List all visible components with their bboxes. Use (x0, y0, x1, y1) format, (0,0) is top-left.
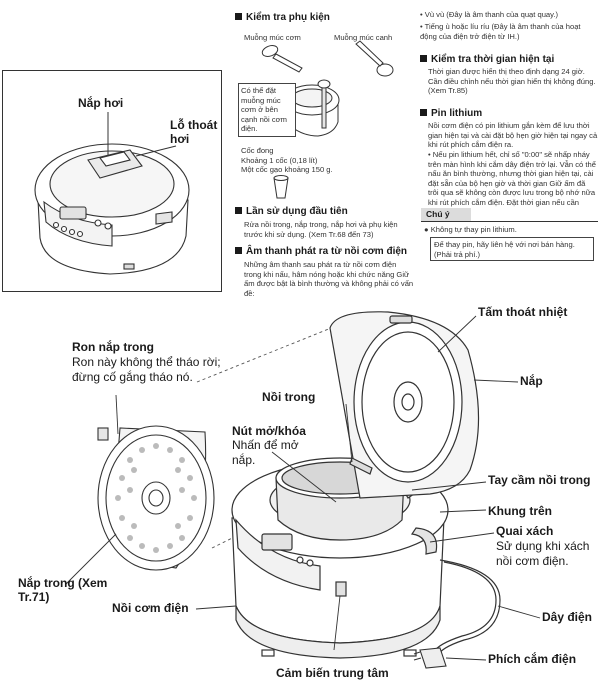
top-cooker-frame (2, 70, 222, 292)
top-cooker-illustration (34, 112, 190, 275)
label-power-cord: Dây điện (542, 610, 593, 624)
label-carry-handle: Quai xách (496, 524, 554, 538)
leader-rice-cooker (195, 605, 237, 610)
label-rice-cooker: Nồi cơm điện (112, 601, 189, 615)
leader-inner-pot (345, 403, 353, 463)
caution-box: Để thay pin, hãy liên hệ với nơi bán hàn… (430, 237, 594, 261)
label-open-button-note: Nhấn để mở nắp. (232, 438, 299, 467)
leader-top-frame (439, 509, 487, 513)
first-use-text: Rửa nồi trong, nắp trong, nắp hơi và phụ… (244, 220, 398, 239)
current-time-text: Thời gian được hiển thị theo định dạng 2… (428, 67, 596, 96)
lithium-text: Nồi cơm điện có pin lithium gắn kèm để l… (428, 121, 598, 150)
label-steam-vent: Lỗ thoát hơi (170, 118, 218, 146)
leader-open-button (271, 451, 337, 503)
scoop-holder-note: Có thể đặt muỗng múc cơm ở bên cạnh nồi … (238, 83, 296, 137)
sound-heading: Âm thanh phát ra từ nồi cơm điện (235, 246, 407, 258)
label-steam-cap: Nắp hơi (78, 96, 124, 110)
label-carry-handle-note: Sử dụng khi xách nồi cơm điện. (496, 539, 590, 568)
label-heat-plate: Tấm thoát nhiệt (478, 305, 568, 319)
leader-heat-plate (437, 315, 477, 353)
accessories-illustration (261, 40, 394, 199)
measuring-cup-text: Cốc đong Khoảng 1 cốc (0,18 lít) Một cốc… (241, 146, 333, 175)
caution-rule (421, 221, 598, 222)
label-open-button: Nút mở/khóa (232, 424, 306, 438)
lithium-heading: Pin lithium (420, 108, 482, 120)
label-top-frame: Khung trên (488, 504, 552, 518)
current-time-heading: Kiểm tra thời gian hiện tại (420, 54, 554, 66)
label-gasket-note: Ron này không thể tháo rời; đừng cố gắng… (72, 355, 221, 384)
first-use-heading: Lần sử dụng đầu tiên (235, 206, 348, 218)
label-center-sensor: Cảm biến trung tâm (276, 666, 389, 680)
label-plug: Phích cắm điện (488, 652, 577, 666)
leader-pot-handle (411, 481, 487, 491)
rice-scoop-label: Muỗng múc cơm (244, 33, 301, 42)
soup-ladle-label: Muỗng múc canh (334, 33, 393, 42)
leader-carry-handle (429, 532, 495, 543)
accessories-heading: Kiểm tra phụ kiện (235, 12, 330, 24)
leader-center-sensor (333, 595, 341, 651)
label-inner-lid: Nắp trong (Xem Tr.71) (18, 576, 108, 604)
leader-lid (473, 379, 519, 383)
label-inner-pot: Nồi trong (262, 390, 316, 404)
inner-lid-vent-dots (115, 443, 197, 553)
leader-plug (445, 657, 487, 661)
sound-text: Những âm thanh sau phát ra từ nồi cơm đi… (244, 260, 414, 298)
sound-bullet-1: • Vù vù (Đây là âm thanh của quạt quay.) (420, 10, 559, 19)
leader-power-cord (497, 605, 541, 619)
label-pot-handle: Tay cầm nồi trong (488, 473, 591, 487)
leader-gasket (115, 394, 119, 435)
caution-title: Chú ý (421, 208, 471, 221)
caution-bullet: ● Không tự thay pin lithium. (424, 225, 517, 234)
leader-inner-lid (65, 533, 117, 585)
label-lid: Nắp (520, 374, 543, 388)
sound-bullet-2: • Tiếng ù hoặc líu ríu (Đây là âm thanh … (420, 22, 581, 41)
label-inner-lid-gasket: Ron nắp trong (72, 340, 154, 354)
